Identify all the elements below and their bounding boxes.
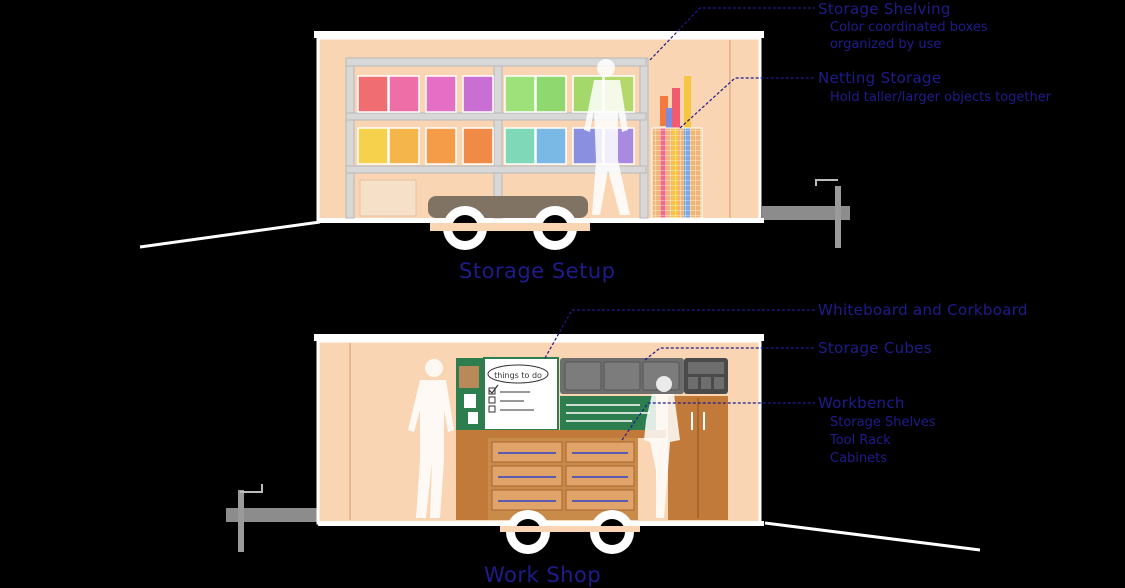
person-silhouette <box>584 59 630 215</box>
tool-rack <box>560 396 656 430</box>
roof-bottom <box>314 334 764 341</box>
workshop-trailer: things to do <box>226 309 981 554</box>
label-storage-cubes: Storage Cubes <box>818 339 932 357</box>
storage-box <box>462 75 494 113</box>
label-whiteboard-corkboard: Whiteboard and Corkboard <box>818 301 1028 319</box>
callout-line-netting <box>679 77 815 129</box>
jack-post <box>835 186 841 248</box>
label-shelving-line-1: Color coordinated boxes <box>830 20 988 35</box>
storage-box <box>535 127 567 165</box>
storage-box <box>425 127 457 165</box>
wheels <box>430 206 590 250</box>
person-left <box>408 359 454 518</box>
cabinet <box>668 396 728 520</box>
storage-box <box>357 75 389 113</box>
tow-bar-right <box>764 521 981 552</box>
person-right <box>644 376 680 518</box>
callout-line-whiteboard <box>544 309 815 359</box>
storage-box <box>388 127 420 165</box>
label-netting-storage: Netting Storage <box>818 69 942 87</box>
storage-box <box>535 75 567 113</box>
whiteboard: things to do <box>483 357 559 431</box>
callout-line-cubes <box>644 347 815 361</box>
label-workbench-line-2: Tool Rack <box>830 433 891 448</box>
hitch-tongue-bottom <box>226 508 318 522</box>
tow-bar-left <box>139 220 321 249</box>
corkboard <box>456 358 486 430</box>
label-storage-shelving: Storage Shelving <box>818 0 951 18</box>
label-workbench: Workbench <box>818 394 905 412</box>
jack-handle <box>815 179 838 186</box>
storage-box <box>462 127 494 165</box>
wheels-bottom <box>500 510 640 554</box>
label-netting-line-1: Hold taller/larger objects together <box>830 90 1052 105</box>
storage-box <box>425 75 457 113</box>
storage-box <box>504 75 536 113</box>
hitch-tongue <box>762 206 850 220</box>
netting-storage <box>651 76 703 219</box>
workbench <box>456 430 666 520</box>
storage-trailer <box>139 7 850 250</box>
callout-line-shelving <box>649 7 815 61</box>
whiteboard-text: things to do <box>494 371 542 380</box>
storage-box <box>388 75 420 113</box>
jack-handle-bottom <box>240 484 263 493</box>
floor-crate <box>359 179 417 217</box>
roof <box>314 31 764 38</box>
label-shelving-line-2: organized by use <box>830 37 942 52</box>
storage-box <box>357 127 389 165</box>
storage-box <box>504 127 536 165</box>
storage-shelving <box>345 57 649 219</box>
callout-line-workbench <box>621 402 815 441</box>
caption-work-shop: Work Shop <box>484 563 602 587</box>
label-workbench-line-3: Cabinets <box>830 451 888 466</box>
jack-post-bottom <box>238 490 244 552</box>
caption-storage-setup: Storage Setup <box>459 259 616 283</box>
storage-cubes <box>560 358 728 394</box>
label-workbench-line-1: Storage Shelves <box>830 415 936 430</box>
